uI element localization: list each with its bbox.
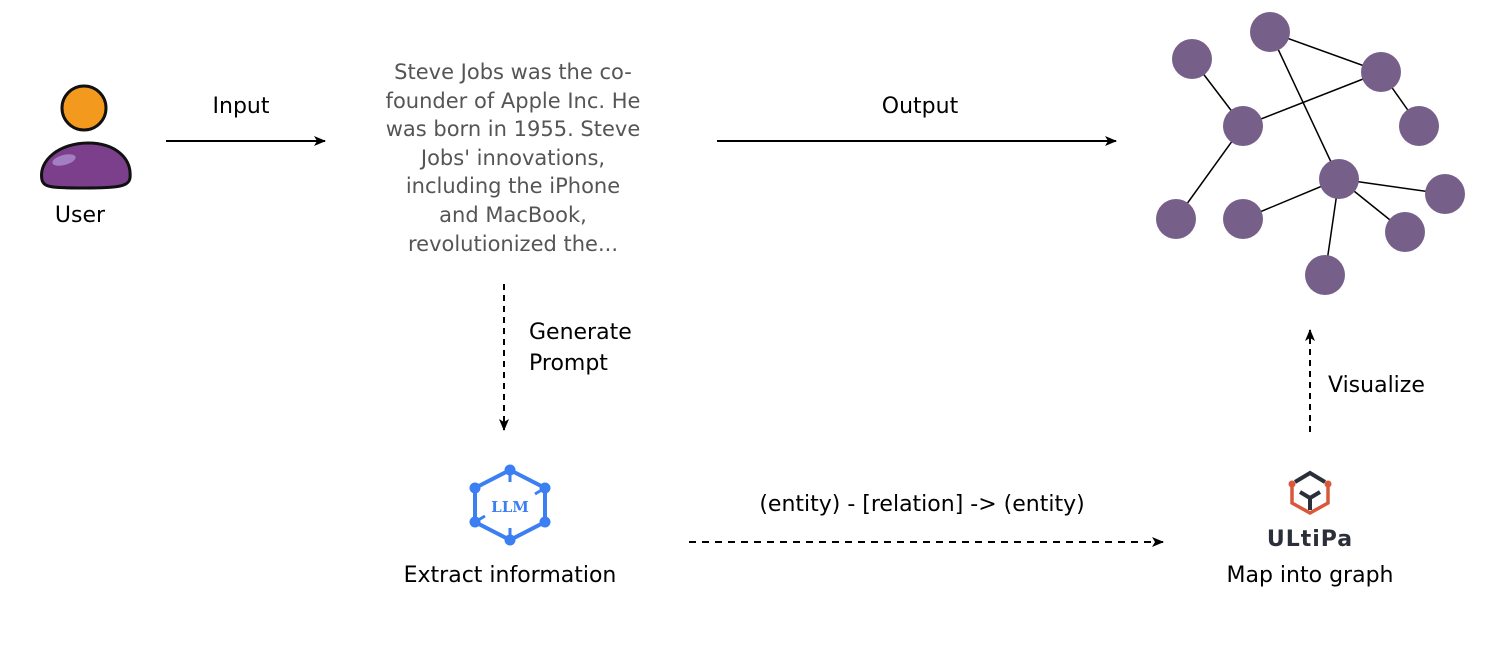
visualize-label: Visualize — [1328, 373, 1425, 398]
graph-node — [1361, 52, 1401, 92]
graph-node — [1425, 174, 1465, 214]
generate-prompt-line: Generate — [529, 320, 632, 345]
input-text-line: founder of Apple Inc. He — [385, 88, 641, 113]
generate-prompt-label: Generate Prompt — [529, 317, 632, 379]
graph-node — [1223, 199, 1263, 239]
input-text-line: including the iPhone — [405, 174, 621, 199]
graph-edge — [1242, 71, 1382, 127]
graph-node — [1156, 199, 1196, 239]
svg-text:LLM: LLM — [491, 498, 529, 516]
output-graph — [1156, 12, 1465, 295]
graph-node — [1250, 12, 1290, 52]
graph-node — [1385, 212, 1425, 252]
user-label: User — [54, 203, 106, 228]
ultipa-logo: ULtiPa — [1267, 470, 1353, 552]
graph-edge — [1269, 31, 1340, 180]
input-text-line: Steve Jobs was the co- — [394, 60, 632, 84]
graph-node — [1223, 106, 1263, 146]
input-text-line: revolutionized the... — [407, 231, 618, 256]
graph-node — [1172, 39, 1212, 79]
input-label: Input — [212, 94, 270, 119]
graph-node — [1399, 106, 1439, 146]
graph-node — [1305, 255, 1345, 295]
input-text-line: was born in 1955. Steve — [385, 117, 641, 142]
map-into-graph-label: Map into graph — [1226, 563, 1394, 588]
input-text-line: and MacBook, — [439, 202, 587, 227]
input-text: Steve Jobs was the co- founder of Apple … — [353, 58, 673, 258]
output-label: Output — [881, 94, 959, 119]
graph-node — [1319, 159, 1359, 199]
user-icon — [40, 84, 132, 190]
triple-label: (entity) - [relation] -> (entity) — [759, 492, 1085, 517]
generate-prompt-line: Prompt — [529, 351, 608, 376]
llm-icon: LLM — [469, 464, 551, 546]
extract-information-label: Extract information — [403, 563, 617, 588]
svg-text:ULtiPa: ULtiPa — [1267, 527, 1353, 552]
input-text-line: Jobs' innovations, — [420, 145, 606, 170]
